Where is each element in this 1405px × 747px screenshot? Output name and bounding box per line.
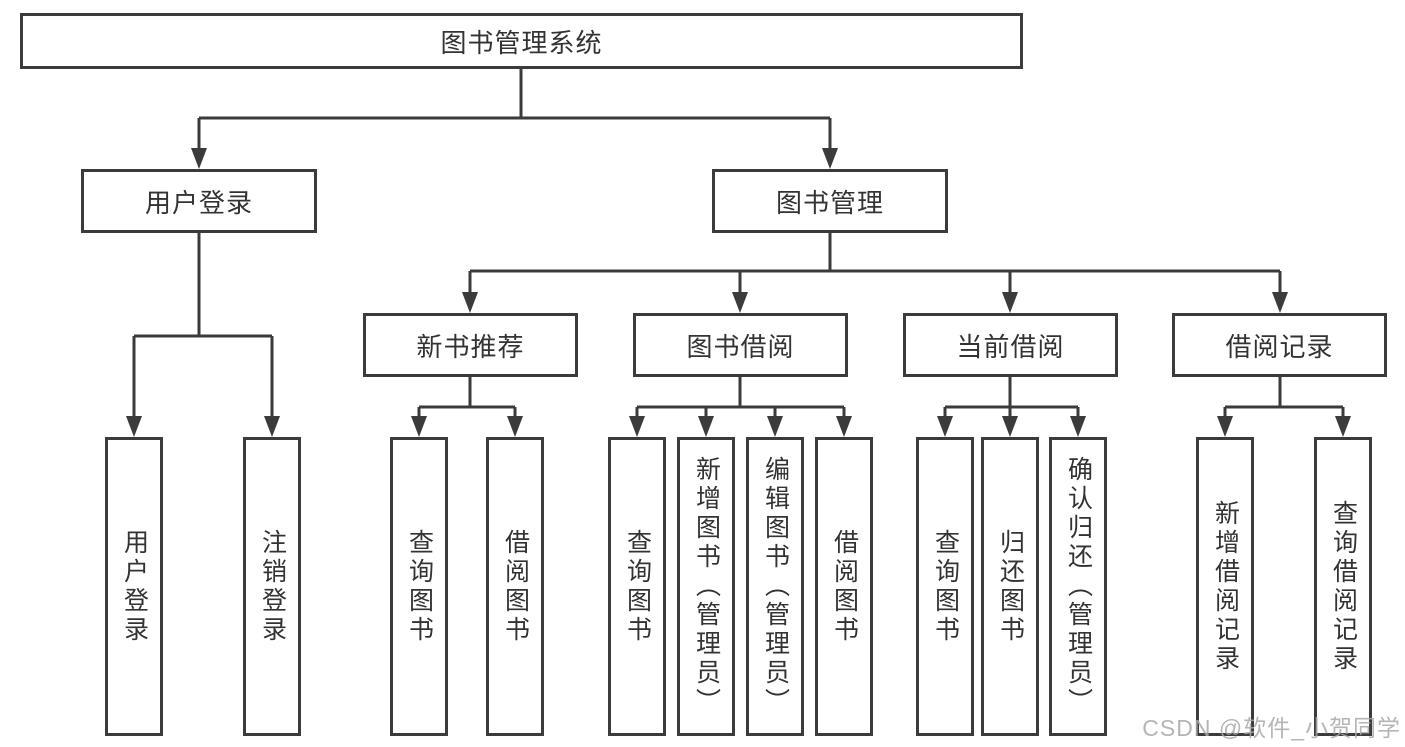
leaf-borrow-add-books-admin: 新增图书（管理员） (677, 437, 735, 736)
leaf-borrow-query-books: 查询图书 (608, 437, 666, 736)
leaf-user-login: 用户登录 (105, 437, 163, 736)
node-book-borrow: 图书借阅 (633, 313, 848, 377)
leaf-recommend-borrow-books: 借阅图书 (486, 437, 544, 736)
leaf-records-add-borrow-record: 新增借阅记录 (1196, 437, 1254, 736)
leaf-recommend-query-books: 查询图书 (390, 437, 448, 736)
leaf-current-confirm-return-admin: 确认归还（管理员） (1049, 437, 1107, 736)
tree-edges (132, 69, 1345, 420)
leaf-borrow-borrow-books: 借阅图书 (815, 437, 873, 736)
leaf-borrow-edit-books-admin: 编辑图书（管理员） (746, 437, 804, 736)
leaf-current-query-books: 查询图书 (916, 437, 974, 736)
leaf-records-query-borrow-record: 查询借阅记录 (1314, 437, 1372, 736)
node-system-root: 图书管理系统 (20, 13, 1023, 69)
node-user-login-module: 用户登录 (81, 169, 317, 233)
csdn-watermark: CSDN @软件_小贺同学 (1142, 715, 1401, 741)
node-new-book-recommend: 新书推荐 (363, 313, 578, 377)
leaf-current-return-books: 归还图书 (981, 437, 1039, 736)
node-book-management-module: 图书管理 (712, 169, 948, 233)
leaf-user-logout: 注销登录 (243, 437, 301, 736)
arrowheads (126, 148, 1351, 437)
node-borrow-records: 借阅记录 (1172, 313, 1387, 377)
node-current-borrow: 当前借阅 (903, 313, 1118, 377)
